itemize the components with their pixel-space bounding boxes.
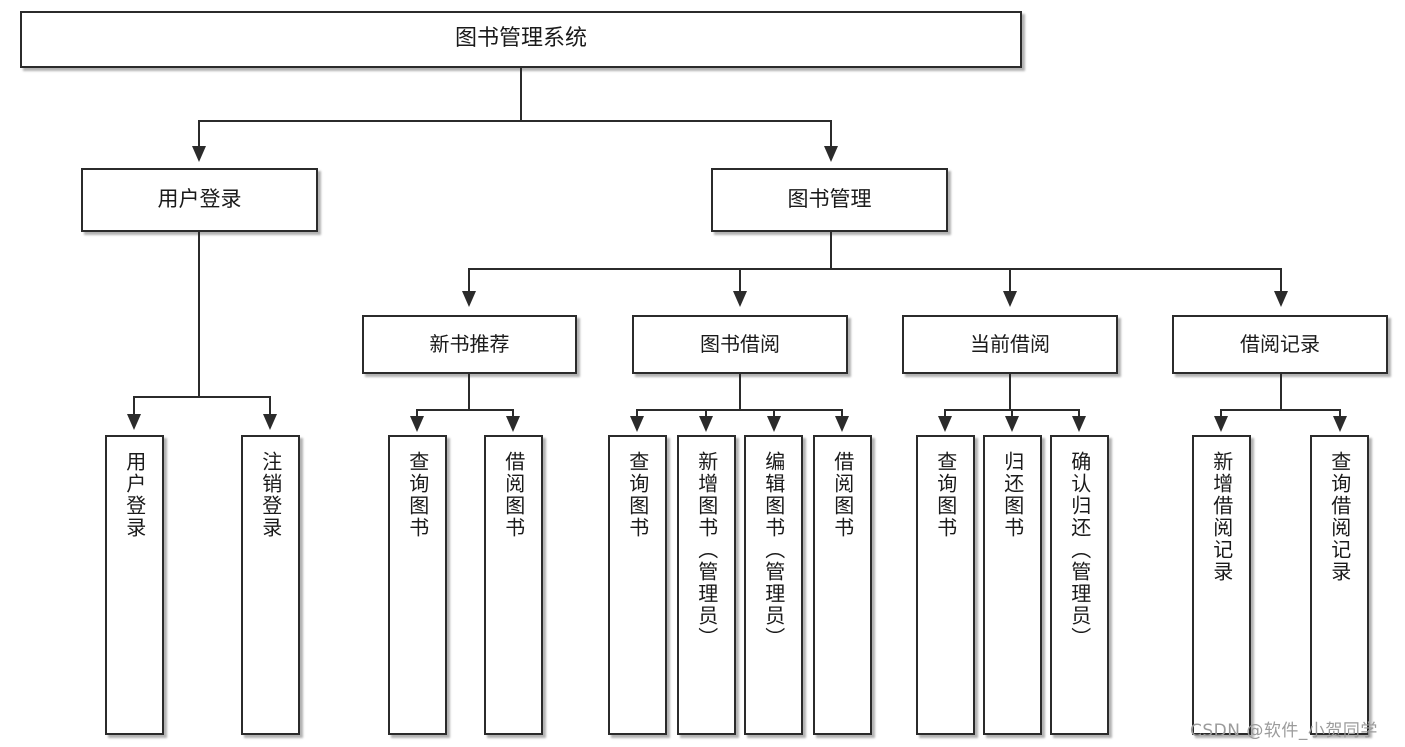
edge-user-login-to-leaf-1 <box>133 396 135 416</box>
edge-book-management-trunk <box>830 232 832 269</box>
arrow-br-to-leaf-1 <box>1214 416 1228 432</box>
node-new-book-recommendation[interactable]: 新书推荐 <box>362 315 577 374</box>
edge-root-to-book-management <box>830 120 832 148</box>
node-label: 当前借阅 <box>970 332 1050 357</box>
arrow-root-to-book-management <box>824 146 838 162</box>
leaf-label: 查询图书 <box>405 451 430 539</box>
edge-br-to-leaf-2 <box>1339 409 1341 418</box>
edge-user-login-to-leaf-2 <box>269 396 271 416</box>
node-label: 用户登录 <box>157 187 242 212</box>
edge-bm-to-new-book-rec <box>468 268 470 293</box>
node-book-borrowing[interactable]: 图书借阅 <box>632 315 848 374</box>
edge-cb-to-leaf-1 <box>944 409 946 418</box>
leaf-label: 编辑图书（管理员） <box>761 451 786 649</box>
leaf-query-book-cb[interactable]: 查询图书 <box>916 435 975 735</box>
edge-user-login-trunk <box>198 232 200 397</box>
edge-nbr-to-leaf-2 <box>512 409 514 418</box>
arrow-nbr-to-leaf-2 <box>506 416 520 432</box>
leaf-label: 查询借阅记录 <box>1327 451 1352 583</box>
leaf-borrow-book-bb[interactable]: 借阅图书 <box>813 435 872 735</box>
arrow-user-login-to-leaf-2 <box>263 414 277 430</box>
arrow-br-to-leaf-2 <box>1333 416 1347 432</box>
edge-bm-to-book-borrow <box>739 268 741 293</box>
arrow-root-to-user-login <box>192 146 206 162</box>
csdn-watermark: CSDN @软件_小贺同学 <box>1190 716 1378 741</box>
leaf-label: 新增图书（管理员） <box>694 451 719 649</box>
arrow-bb-to-leaf-3 <box>767 416 781 432</box>
leaf-user-login[interactable]: 用户登录 <box>105 435 164 735</box>
node-label: 借阅记录 <box>1240 332 1320 357</box>
edge-cb-trunk <box>1009 374 1011 410</box>
leaf-label: 归还图书 <box>1000 451 1025 539</box>
node-user-login[interactable]: 用户登录 <box>81 168 318 232</box>
edge-bb-trunk <box>739 374 741 410</box>
leaf-label: 借阅图书 <box>501 451 526 539</box>
leaf-query-book-bb[interactable]: 查询图书 <box>608 435 667 735</box>
arrow-bb-to-leaf-4 <box>835 416 849 432</box>
arrow-bm-to-new-book-rec <box>462 291 476 307</box>
node-book-management[interactable]: 图书管理 <box>711 168 948 232</box>
leaf-label: 查询图书 <box>933 451 958 539</box>
edge-bb-to-leaf-2 <box>705 409 707 418</box>
edge-bm-to-current-borrow <box>1009 268 1011 293</box>
edge-br-to-leaf-1 <box>1220 409 1222 418</box>
node-label: 图书管理 <box>787 187 872 212</box>
leaf-confirm-return-admin[interactable]: 确认归还（管理员） <box>1050 435 1109 735</box>
leaf-label: 新增借阅记录 <box>1209 451 1234 583</box>
arrow-bm-to-borrow-record <box>1274 291 1288 307</box>
edge-user-login-bus <box>133 396 270 398</box>
arrow-bm-to-book-borrow <box>733 291 747 307</box>
leaf-label: 用户登录 <box>122 451 147 539</box>
edge-bb-bus <box>636 409 843 411</box>
node-label: 图书管理系统 <box>454 26 587 52</box>
node-label: 新书推荐 <box>429 332 510 357</box>
leaf-return-book[interactable]: 归还图书 <box>983 435 1042 735</box>
leaf-label: 确认归还（管理员） <box>1067 451 1092 649</box>
leaf-query-book-nbr[interactable]: 查询图书 <box>388 435 447 735</box>
watermark-text: CSDN @软件_小贺同学 <box>1190 721 1378 741</box>
leaf-label: 借阅图书 <box>830 451 855 539</box>
arrow-bb-to-leaf-2 <box>699 416 713 432</box>
edge-bb-to-leaf-3 <box>773 409 775 418</box>
edge-nbr-bus <box>416 409 513 411</box>
edge-bb-to-leaf-1 <box>636 409 638 418</box>
arrow-bm-to-current-borrow <box>1003 291 1017 307</box>
leaf-query-borrow-record[interactable]: 查询借阅记录 <box>1310 435 1369 735</box>
edge-root-trunk <box>520 68 522 121</box>
edge-nbr-to-leaf-1 <box>416 409 418 418</box>
edge-nbr-trunk <box>468 374 470 410</box>
edge-root-bus <box>198 120 832 122</box>
arrow-user-login-to-leaf-1 <box>127 414 141 430</box>
arrow-nbr-to-leaf-1 <box>410 416 424 432</box>
edge-bb-to-leaf-4 <box>841 409 843 418</box>
leaf-add-book-admin[interactable]: 新增图书（管理员） <box>677 435 736 735</box>
edge-br-trunk <box>1280 374 1282 410</box>
leaf-edit-book-admin[interactable]: 编辑图书（管理员） <box>744 435 803 735</box>
node-root-book-management-system[interactable]: 图书管理系统 <box>20 11 1022 68</box>
edge-root-to-user-login <box>198 120 200 148</box>
edge-bm-to-borrow-record <box>1280 268 1282 293</box>
leaf-add-borrow-record[interactable]: 新增借阅记录 <box>1192 435 1251 735</box>
edge-book-management-bus <box>468 268 1282 270</box>
leaf-label: 查询图书 <box>625 451 650 539</box>
node-current-borrowing[interactable]: 当前借阅 <box>902 315 1118 374</box>
leaf-borrow-book-nbr[interactable]: 借阅图书 <box>484 435 543 735</box>
edge-cb-to-leaf-2 <box>1011 409 1013 418</box>
node-label: 图书借阅 <box>700 332 780 357</box>
arrow-cb-to-leaf-3 <box>1072 416 1086 432</box>
arrow-cb-to-leaf-1 <box>938 416 952 432</box>
arrow-cb-to-leaf-2 <box>1005 416 1019 432</box>
node-borrowing-record[interactable]: 借阅记录 <box>1172 315 1388 374</box>
leaf-label: 注销登录 <box>258 451 283 539</box>
arrow-bb-to-leaf-1 <box>630 416 644 432</box>
edge-cb-to-leaf-3 <box>1078 409 1080 418</box>
edge-br-bus <box>1220 409 1340 411</box>
leaf-logout-login[interactable]: 注销登录 <box>241 435 300 735</box>
